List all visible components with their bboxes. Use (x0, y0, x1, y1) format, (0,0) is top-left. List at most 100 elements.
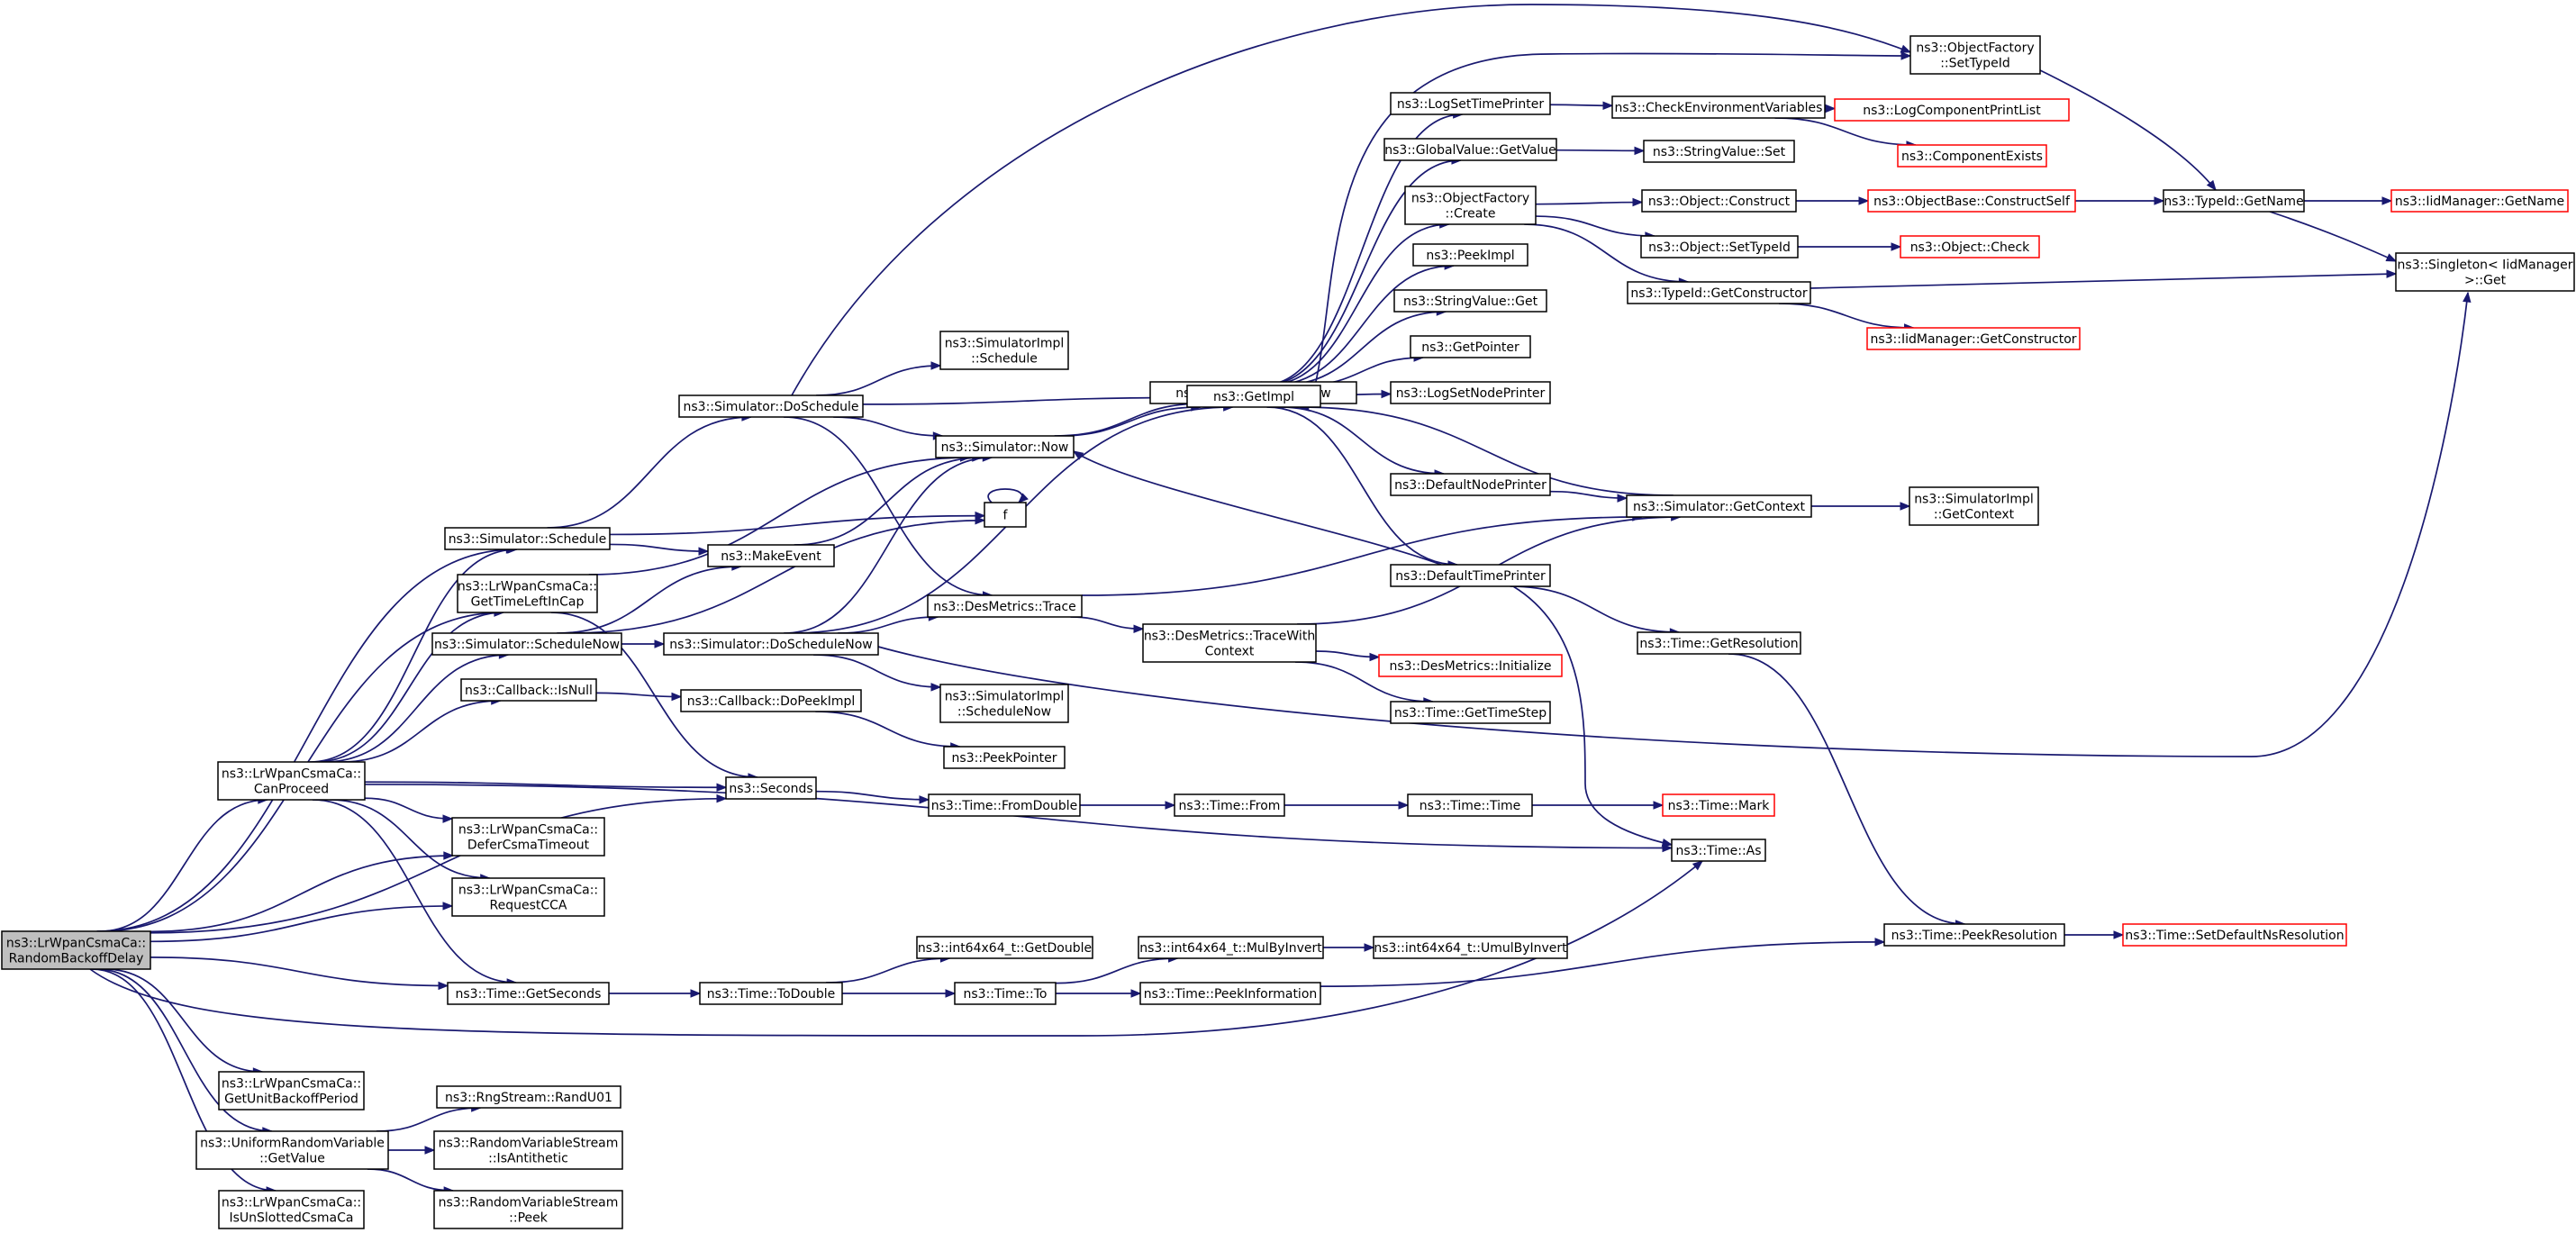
edge-objfactory-create-to-object-construct (1535, 197, 1644, 207)
node-rng-randu01[interactable]: ns3::RngStream::RandU01 (436, 1085, 621, 1109)
node-i64-umul-by-invert[interactable]: ns3::int64x64_t::UmulByInvert (1373, 936, 1568, 959)
node-i64-get-double[interactable]: ns3::int64x64_t::GetDouble (916, 936, 1093, 959)
node-default-time-printer[interactable]: ns3::DefaultTimePrinter (1390, 564, 1551, 587)
node-uniform-get-value[interactable]: ns3::UniformRandomVariable::GetValue (195, 1130, 389, 1170)
node-log-component-printlist[interactable]: ns3::LogComponentPrintList (1834, 98, 2070, 122)
node-object-construct[interactable]: ns3::Object::Construct (1641, 189, 1797, 213)
edge-can-proceed-to-sim-schedule-now (323, 650, 510, 763)
node-check-env[interactable]: ns3::CheckEnvironmentVariables (1611, 95, 1826, 119)
node-box (1626, 494, 1812, 518)
node-sim-schedule[interactable]: ns3::Simulator::Schedule (444, 527, 611, 550)
node-get-unit-backoff[interactable]: ns3::LrWpanCsmaCa::GetUnitBackoffPeriod (218, 1071, 365, 1111)
edge-time-to-double-to-time-to-arrowhead (945, 989, 957, 998)
node-cb-isnull[interactable]: ns3::Callback::IsNull (460, 678, 597, 702)
edge-sim-do-schedule-to-objfactory-set-typeid (791, 4, 1912, 396)
node-label: f (1003, 509, 1009, 523)
node-box (2390, 189, 2569, 213)
node-box (433, 1190, 623, 1229)
node-object-check[interactable]: ns3::Object::Check (1900, 235, 2040, 258)
node-can-proceed[interactable]: ns3::LrWpanCsmaCa::CanProceed (217, 761, 366, 801)
node-object-set-typeid[interactable]: ns3::Object::SetTypeId (1640, 235, 1799, 258)
node-peek-pointer[interactable]: ns3::PeekPointer (943, 746, 1066, 769)
node-request-cca[interactable]: ns3::LrWpanCsmaCa::RequestCCA (451, 877, 605, 917)
node-time-peek-info[interactable]: ns3::Time::PeekInformation (1139, 982, 1321, 1005)
edge-sim-schedule-to-f-node-line (609, 514, 985, 536)
edge-time-from-double-to-time-from-arrowhead (1165, 801, 1176, 810)
node-simimpl-schedule-now[interactable]: ns3::SimulatorImpl::ScheduleNow (939, 684, 1069, 723)
node-objbase-construct-self[interactable]: ns3::ObjectBase::ConstructSelf (1867, 189, 2076, 213)
node-get-impl[interactable]: ns3::GetImpl (1186, 385, 1321, 408)
node-get-pointer[interactable]: ns3::GetPointer (1410, 335, 1531, 358)
node-globalvalue-get[interactable]: ns3::GlobalValue::GetValue (1383, 138, 1557, 161)
node-box (1412, 243, 1528, 267)
node-cb-do-peek[interactable]: ns3::Callback::DoPeekImpl (680, 689, 862, 712)
node-label: ns3::UniformRandomVariable (200, 1137, 385, 1151)
edge-cb-isnull-to-cb-do-peek (595, 692, 683, 702)
node-time-set-default-ns[interactable]: ns3::Time::SetDefaultNsResolution (2122, 923, 2347, 947)
node-box (444, 527, 611, 550)
node-stringvalue-get[interactable]: ns3::StringValue::Get (1393, 289, 1547, 313)
node-box (1611, 95, 1826, 119)
edge-time-time-to-time-mark (1532, 801, 1664, 810)
node-time-mark[interactable]: ns3::Time::Mark (1662, 793, 1775, 817)
edge-check-env-to-component-exists (1774, 117, 1918, 150)
node-time-get-seconds[interactable]: ns3::Time::GetSeconds (447, 982, 610, 1005)
node-desmetrics-trace[interactable]: ns3::DesMetrics::Trace (927, 594, 1083, 618)
node-component-exists[interactable]: ns3::ComponentExists (1897, 144, 2047, 168)
node-log-set-node-printer[interactable]: ns3::LogSetNodePrinter (1390, 381, 1551, 404)
node-i64-mul-by-invert[interactable]: ns3::int64x64_t::MulByInvert (1138, 936, 1324, 959)
edge-root-to-request-cca-arrowhead (442, 902, 454, 911)
node-sim-now[interactable]: ns3::Simulator::Now (935, 435, 1075, 458)
node-root[interactable]: ns3::LrWpanCsmaCa::RandomBackoffDelay (1, 930, 151, 970)
node-box (433, 1130, 623, 1170)
node-defer-csma[interactable]: ns3::LrWpanCsmaCa::DeferCsmaTimeout (451, 817, 605, 857)
edge-default-time-printer-to-time-as (1512, 585, 1673, 848)
node-peek-impl[interactable]: ns3::PeekImpl (1412, 243, 1528, 267)
node-sim-schedule-now[interactable]: ns3::Simulator::ScheduleNow (431, 632, 622, 656)
node-seconds[interactable]: ns3::Seconds (725, 776, 817, 800)
node-simimpl-schedule[interactable]: ns3::SimulatorImpl::Schedule (939, 331, 1069, 370)
node-time-get-resolution[interactable]: ns3::Time::GetResolution (1637, 631, 1801, 655)
node-time-from[interactable]: ns3::Time::From (1174, 793, 1285, 817)
node-typeid-get-ctor[interactable]: ns3::TypeId::GetConstructor (1627, 281, 1811, 304)
node-time-to-double[interactable]: ns3::Time::ToDouble (699, 982, 843, 1005)
node-time-from-double[interactable]: ns3::Time::FromDouble (928, 793, 1081, 817)
node-rvs-is-antithetic[interactable]: ns3::RandomVariableStream::IsAntithetic (433, 1130, 623, 1170)
edge-desmetrics-trace-to-desmetrics-trace-ctx-arrowhead (1133, 624, 1145, 633)
node-label: ns3::LogComponentPrintList (1863, 104, 2041, 118)
node-stringvalue-set[interactable]: ns3::StringValue::Set (1643, 140, 1795, 163)
node-log-set-time-printer[interactable]: ns3::LogSetTimePrinter (1390, 92, 1551, 115)
edge-sim-do-schedule-now-to-simimpl-schedule-now (813, 654, 942, 692)
node-simimpl-get-context[interactable]: ns3::SimulatorImpl::GetContext (1909, 486, 2039, 526)
node-rvs-peek[interactable]: ns3::RandomVariableStream::Peek (433, 1190, 623, 1229)
node-sim-do-schedule-now[interactable]: ns3::Simulator::DoScheduleNow (663, 632, 879, 656)
node-time-peek-resolution[interactable]: ns3::Time::PeekResolution (1883, 923, 2065, 947)
node-time-get-timestep[interactable]: ns3::Time::GetTimeStep (1390, 701, 1551, 724)
node-box (1373, 936, 1568, 959)
node-label: ns3::Time::PeekInformation (1144, 987, 1318, 1002)
node-time-time[interactable]: ns3::Time::Time (1407, 793, 1533, 817)
node-box (457, 574, 598, 613)
node-f-node[interactable]: f (984, 502, 1027, 528)
node-time-as[interactable]: ns3::Time::As (1671, 839, 1766, 862)
node-typeid-get-name[interactable]: ns3::TypeId::GetName (2163, 189, 2305, 213)
node-label: ns3::DesMetrics::Trace (933, 600, 1076, 614)
node-label: ns3::GlobalValue::GetValue (1384, 143, 1556, 158)
node-sim-get-context[interactable]: ns3::Simulator::GetContext (1626, 494, 1812, 518)
node-get-time-left[interactable]: ns3::LrWpanCsmaCa::GetTimeLeftInCap (457, 574, 598, 613)
node-iidmanager-get-name[interactable]: ns3::IidManager::GetName (2390, 189, 2569, 213)
node-iidmanager-get-ctor[interactable]: ns3::IidManager::GetConstructor (1866, 327, 2081, 350)
node-desmetrics-init[interactable]: ns3::DesMetrics::Initialize (1378, 654, 1563, 677)
node-singleton-get[interactable]: ns3::Singleton< IidManager >::Get (2395, 252, 2575, 292)
node-default-node-printer[interactable]: ns3::DefaultNodePrinter (1390, 473, 1551, 496)
edge-seconds-to-time-from-double-line (815, 790, 930, 801)
node-objfactory-set-typeid[interactable]: ns3::ObjectFactory::SetTypeId (1909, 35, 2041, 75)
node-time-to[interactable]: ns3::Time::To (954, 982, 1057, 1005)
node-objfactory-create[interactable]: ns3::ObjectFactory::Create (1404, 186, 1537, 225)
node-is-unslotted[interactable]: ns3::LrWpanCsmaCa::IsUnSlottedCsmaCa (218, 1190, 365, 1229)
node-sim-do-schedule[interactable]: ns3::Simulator::DoSchedule (678, 394, 864, 418)
edge-sim-schedule-to-make-event (609, 543, 710, 556)
node-make-event[interactable]: ns3::MakeEvent (707, 544, 835, 567)
node-box (939, 331, 1069, 370)
